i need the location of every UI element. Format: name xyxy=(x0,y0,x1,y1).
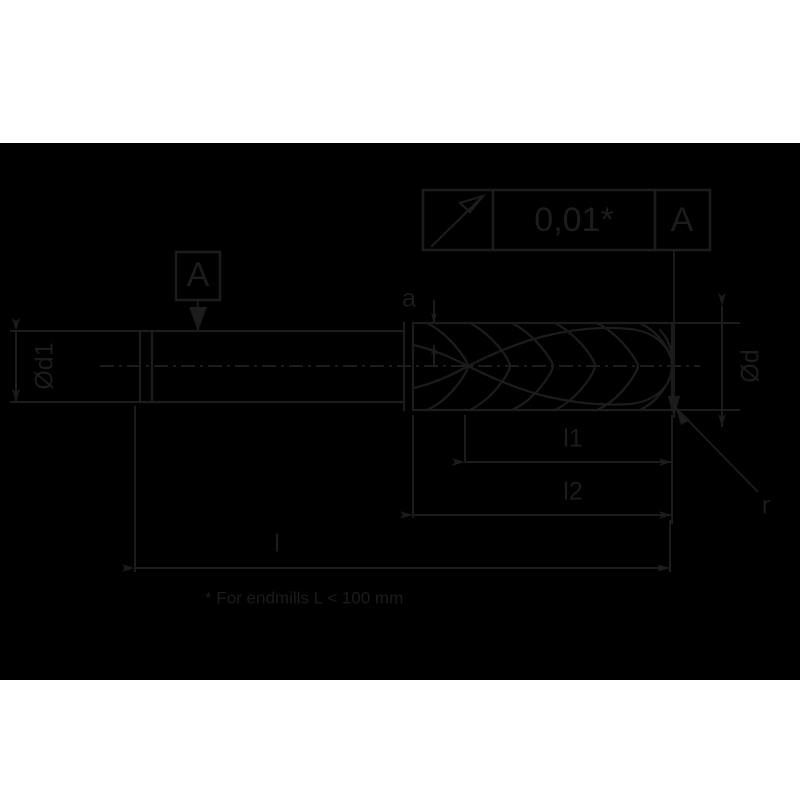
dimension-shank-diameter: Ød1 xyxy=(10,318,140,403)
callout-corner-radius: r xyxy=(675,407,770,520)
dimension-flute-length: l1 xyxy=(452,415,673,470)
dimension-neck-relief: a xyxy=(402,285,437,366)
runout-symbol-icon xyxy=(430,193,487,248)
fcf-outer-box xyxy=(421,188,712,252)
tool-geometry xyxy=(100,321,700,412)
fcf-tolerance-value: 0,01* xyxy=(534,201,613,239)
a-dimension-label: a xyxy=(402,285,416,313)
fcf-datum-reference: A xyxy=(671,201,694,239)
dimension-cutting-diameter: Ød xyxy=(672,293,765,427)
feature-control-frame[interactable]: 0,01* A xyxy=(421,188,712,252)
datum-feature-a[interactable]: A xyxy=(174,250,222,331)
drawing-background xyxy=(0,143,800,680)
l1-dimension-label: l1 xyxy=(563,425,582,453)
dimension-overall-length: l xyxy=(122,406,671,572)
d-dimension-label: Ød xyxy=(737,349,765,382)
footnote-text: * For endmills L < 100 mm xyxy=(205,588,403,607)
datum-a-label: A xyxy=(187,256,210,294)
datum-a-triangle xyxy=(189,307,207,331)
l2-dimension-label: l2 xyxy=(563,478,582,506)
r-callout-label: r xyxy=(762,492,770,520)
r-leader-arrow xyxy=(676,408,690,425)
d1-dimension-label: Ød1 xyxy=(31,342,59,389)
r-leader-line xyxy=(675,407,759,493)
l-dimension-label: l xyxy=(274,530,280,558)
dimension-body-length: l2 xyxy=(400,415,673,524)
corner-radius-arc xyxy=(658,328,674,362)
